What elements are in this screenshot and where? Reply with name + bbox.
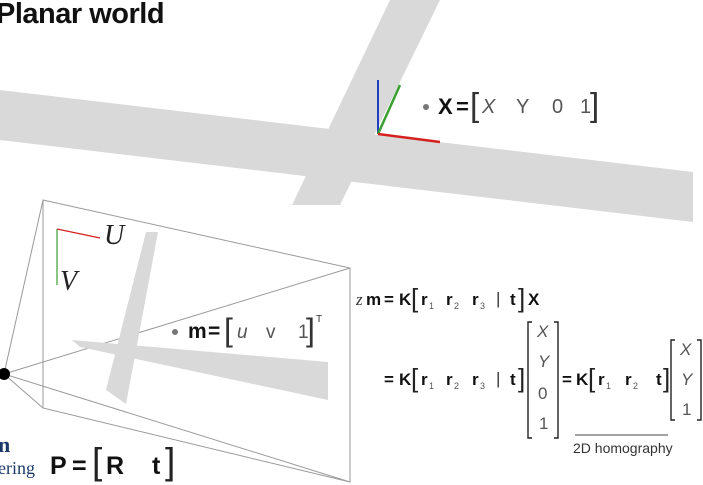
projection-component-t: t	[152, 452, 161, 480]
frustum-ray-top	[3, 199, 44, 375]
eq2-r1-sub: 1	[429, 381, 435, 391]
eq1-x: X	[528, 290, 540, 309]
vector4-entry-x: X	[537, 322, 549, 341]
image-point-bracket-close: ]	[306, 312, 315, 348]
slide-title: Planar world	[0, 0, 165, 30]
image-plane-frame	[42, 199, 351, 483]
eq2-h-r2: r	[625, 370, 632, 389]
eq2-h-t: t	[656, 370, 662, 389]
eq2-bracket-open: [	[411, 363, 419, 393]
projection-lhs: P	[50, 452, 67, 480]
eq2-k-2: K	[576, 370, 589, 389]
eq1-z: z	[356, 290, 363, 309]
projection-equals: =	[72, 452, 87, 480]
eq1-bracket-open: [	[411, 283, 419, 313]
vector4-entry-1: 1	[539, 414, 549, 433]
frustum-ray-right	[3, 267, 351, 375]
world-point-bracket-open: [	[470, 86, 480, 123]
world-point-equals: =	[456, 94, 469, 119]
eq2-k: K	[399, 370, 412, 389]
world-point-bracket-close: ]	[590, 86, 600, 123]
image-point-lhs: m	[188, 320, 207, 343]
world-axis-y	[376, 84, 402, 135]
homography-label: 2D homography	[573, 440, 673, 456]
eq1-bracket-close: ]	[518, 283, 526, 313]
eq1-r2-sub: 2	[454, 301, 460, 311]
world-axis-x	[377, 132, 441, 144]
image-point-component-1: 1	[298, 322, 309, 343]
eq2-r1: r	[421, 370, 428, 389]
eq2-h-r2-sub: 2	[633, 381, 639, 391]
image-point-transpose: T	[316, 314, 323, 325]
vector3-entry-1: 1	[682, 400, 692, 419]
eq1-separator: |	[496, 289, 501, 308]
world-point-component-0: 0	[552, 96, 564, 118]
image-point-equals: =	[208, 320, 221, 343]
world-point-component-1: 1	[580, 96, 592, 118]
eq1-r2: r	[446, 290, 453, 309]
image-axis-u	[56, 228, 101, 239]
camera-center-dot	[0, 368, 10, 380]
eq2-r2-sub: 2	[454, 381, 460, 391]
eq2-r3-sub: 3	[480, 381, 486, 391]
world-point-component-y: Y	[516, 96, 530, 118]
eq1-r1-sub: 1	[429, 301, 435, 311]
vector3-entry-y: Y	[681, 370, 693, 389]
vector4-entry-y: Y	[538, 352, 550, 371]
eq1-k: K	[399, 290, 412, 309]
eq2-r2: r	[446, 370, 453, 389]
projection-bracket-open: [	[92, 441, 103, 482]
eq2-equals: =	[384, 370, 394, 389]
eq2-t: t	[510, 370, 516, 389]
eq2-h-bracket-close: ]	[663, 363, 671, 393]
image-axis-u-label: U	[104, 220, 125, 251]
eq2-equals-2: =	[562, 370, 572, 389]
image-point-bracket-open: [	[224, 312, 233, 348]
vector4-entry-0: 0	[538, 384, 548, 403]
world-point-component-x: X	[482, 96, 496, 118]
eq2-h-r1-sub: 1	[606, 381, 612, 391]
projection-bracket-close: ]	[165, 441, 176, 482]
eq2-h-bracket-open: [	[588, 363, 596, 393]
eq1-m: m	[366, 290, 382, 309]
logo-fragment-text: ering	[0, 458, 35, 478]
image-point-component-v: v	[266, 322, 276, 343]
vector3-right-bracket	[697, 339, 702, 421]
image-point-bullet	[172, 329, 178, 335]
vector3-left-bracket	[670, 339, 675, 421]
eq2-separator: |	[496, 369, 501, 388]
logo-fragment-letter: n	[0, 432, 11, 457]
eq1-equals: =	[384, 290, 394, 309]
eq1-t: t	[510, 290, 516, 309]
world-point-bullet	[423, 104, 429, 110]
eq1-r1: r	[421, 290, 428, 309]
projected-plane-horizontal	[72, 340, 328, 400]
image-point-component-u: u	[237, 322, 248, 343]
eq2-h-r1: r	[598, 370, 605, 389]
world-point-lhs: X	[438, 94, 453, 119]
frustum-ray-bottom	[3, 373, 44, 409]
vector3-entry-x: X	[680, 340, 692, 359]
projection-component-r: R	[106, 452, 125, 480]
world-plane-diagonal-band	[292, 0, 440, 205]
projected-plane-diagonal	[106, 232, 158, 404]
eq1-r3-sub: 3	[480, 301, 486, 311]
frustum-ray-far	[3, 373, 351, 483]
vector4-left-bracket	[527, 321, 532, 439]
vector4-right-bracket	[554, 321, 559, 439]
eq2-bracket-close: ]	[518, 363, 526, 393]
eq2-r3: r	[472, 370, 479, 389]
image-axis-v-label: V	[60, 266, 78, 297]
eq1-r3: r	[472, 290, 479, 309]
